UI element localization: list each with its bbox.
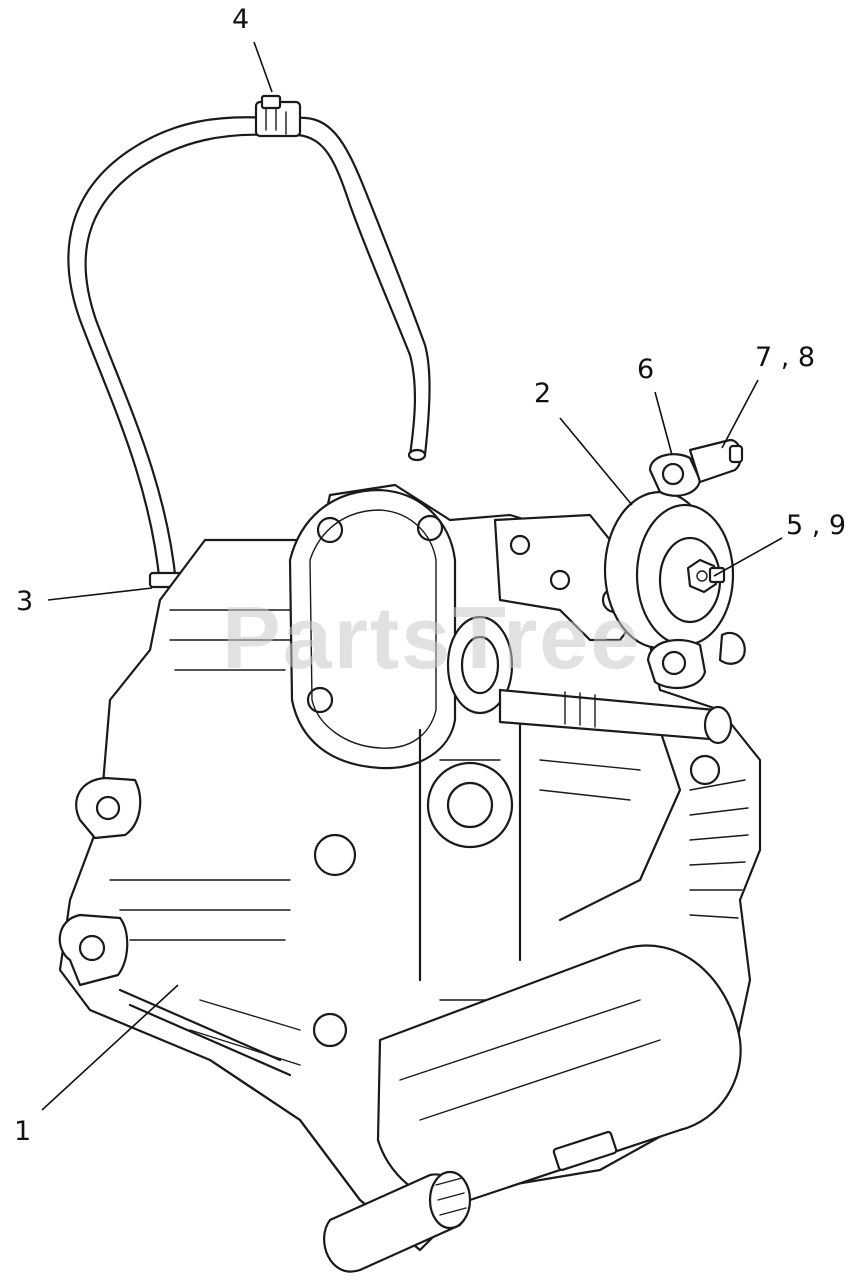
- callout-7-8: 7 , 8: [755, 342, 815, 373]
- callout-3: 3: [16, 586, 33, 617]
- leader-lines: [41, 41, 783, 1111]
- callout-6: 6: [637, 354, 654, 385]
- callout-1: 1: [14, 1116, 31, 1147]
- callout-4: 4: [232, 4, 249, 35]
- callout-5-9: 5 , 9: [786, 510, 846, 541]
- watermark: PartsTree: [222, 588, 641, 687]
- transaxle-housing: [58, 483, 762, 1273]
- vent-hose: [67, 116, 431, 589]
- vent-fitting: [254, 94, 302, 138]
- control-module: [603, 438, 746, 689]
- callout-2: 2: [534, 378, 551, 409]
- input-shaft: [498, 688, 733, 745]
